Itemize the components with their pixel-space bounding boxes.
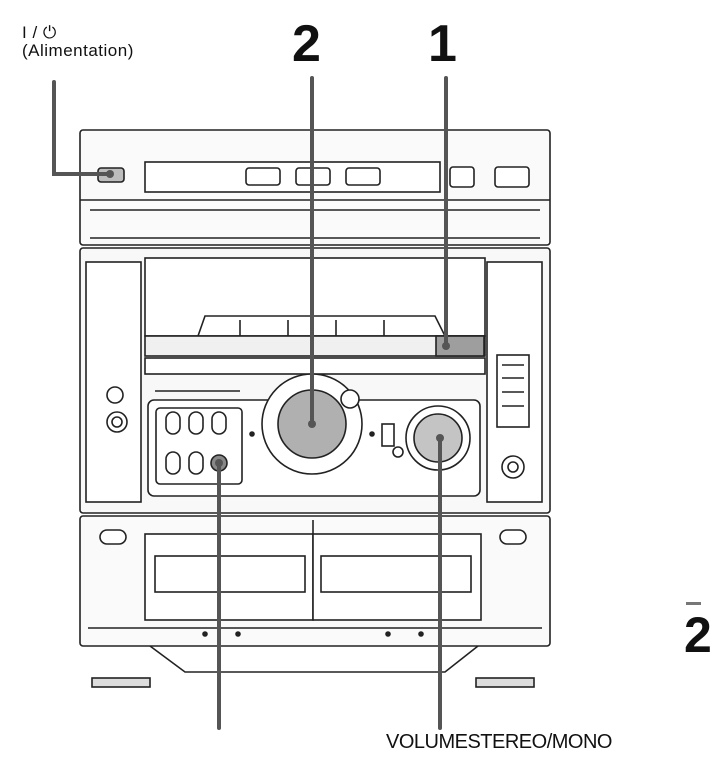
open-close-button[interactable] — [449, 166, 475, 188]
callout-number-2: 2 — [292, 15, 321, 73]
volume-stereo-mono-label: VOLUMESTEREO/MONO — [386, 731, 612, 753]
cd-tray-panel — [144, 161, 441, 193]
play-button[interactable] — [494, 166, 530, 188]
left-foot — [91, 677, 151, 688]
base-stand — [149, 645, 479, 673]
disc-button-3[interactable] — [345, 167, 381, 186]
function-button-strip — [144, 335, 486, 357]
dial-side-button[interactable] — [340, 389, 360, 409]
eject-button-a[interactable] — [99, 529, 127, 545]
level-meter — [496, 354, 530, 428]
amp-left-side-panel — [85, 261, 142, 503]
eject-button-b[interactable] — [499, 529, 527, 545]
phones-jack-upper[interactable] — [106, 386, 124, 404]
power-label-text: (Alimentation) — [22, 41, 134, 60]
preset-button-1[interactable] — [165, 411, 181, 435]
preset-button-2[interactable] — [188, 411, 204, 435]
preset-button-3[interactable] — [211, 411, 227, 435]
disc-button-1[interactable] — [245, 167, 281, 186]
display-window — [144, 257, 486, 337]
page-edge-number: 2 — [684, 607, 712, 663]
right-foot — [475, 677, 535, 688]
preset-button-4[interactable] — [165, 451, 181, 475]
callout-number-1: 1 — [428, 15, 457, 73]
page-edge-bar — [686, 602, 701, 605]
power-symbol: I / ⏻ — [22, 23, 57, 42]
preset-button-5[interactable] — [188, 451, 204, 475]
power-label: I / ⏻ (Alimentation) — [22, 24, 134, 60]
power-leader-line — [52, 80, 112, 176]
